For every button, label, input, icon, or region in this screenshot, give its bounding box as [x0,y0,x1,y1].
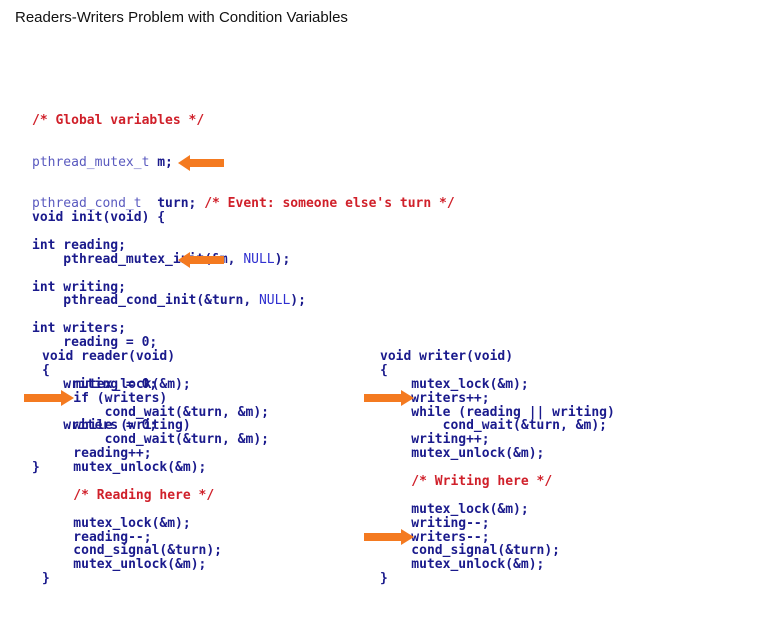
code-line: writing++; [380,433,615,447]
code-text: mutex_unlock(&m); [42,460,207,476]
code-text: mutex_unlock(&m); [42,557,207,573]
code-text: m; [149,154,173,170]
code-text: int writing; [32,279,126,295]
code-text: writing--; [380,515,490,531]
code-line: cond_wait(&turn, &m); [42,433,269,447]
code-text: mutex_lock(&m); [380,376,529,392]
code-line: while (writing) [42,419,269,433]
code-line: mutex_lock(&m); [380,376,615,392]
arrow-right-icon [24,390,74,406]
code-line: mutex_unlock(&m); [42,461,269,475]
code-line: mutex_unlock(&m); [42,558,269,572]
code-line: writing = 0; [32,376,158,392]
null-keyword: NULL [243,251,275,267]
code-line: cond_wait(&turn, &m); [380,419,615,433]
arrow-left-icon [178,252,224,268]
code-line: writers = 0; [32,418,158,434]
null-keyword: NULL [258,293,291,309]
code-text: mutex_unlock(&m); [380,446,545,462]
code-line: /* Global variables */ [32,112,455,128]
code-line: cond_signal(&turn); [42,544,269,558]
code-line: { [42,362,269,378]
code-text: } [42,571,50,587]
code-line: reading--; [42,529,269,545]
code-line: } [380,572,615,586]
reader-code-block: void reader(void){ mutex_lock(&m); if (w… [42,350,269,586]
code-line: { [380,362,615,378]
code-text: int writers; [32,321,126,337]
code-line: writing--; [380,515,615,531]
page-title: Readers-Writers Problem with Condition V… [15,9,348,26]
code-line: int writing; [32,279,455,295]
code-line [380,461,615,475]
code-text: while (reading || writing) [380,404,615,420]
code-line: mutex_lock(&m); [42,376,269,392]
code-text: mutex_lock(&m); [42,515,191,531]
globals-code-block: /* Global variables */ pthread_mutex_t m… [32,86,455,350]
code-text: mutex_lock(&m); [42,376,191,392]
code-text: reading--; [42,529,152,545]
code-line: mutex_unlock(&m); [380,558,615,572]
code-line: cond_wait(&turn, &m); [42,404,269,420]
code-text: { [42,362,50,378]
writer-code-block: void writer(void){ mutex_lock(&m); write… [380,350,615,586]
code-line: writers--; [380,529,615,545]
code-line: /* Writing here */ [380,475,615,489]
code-text: reading++; [42,446,152,462]
code-line: cond_signal(&turn); [380,544,615,558]
code-text: cond_wait(&turn, &m); [380,418,607,434]
code-line: pthread_mutex_init(&m, NULL); [32,251,291,267]
code-line: writers++; [380,390,615,406]
code-text: while (writing) [42,418,191,434]
code-line: } [42,572,269,586]
code-line: mutex_lock(&m); [42,515,269,531]
init-code-block: void init(void) { pthread_mutex_init(&m,… [32,183,306,489]
code-text: int reading; [32,237,126,253]
code-line: int writers; [32,322,455,336]
code-text: cond_wait(&turn, &m); [42,404,269,420]
code-line [42,503,269,517]
code-line: pthread_cond_t turn; /* Event: someone e… [32,197,455,211]
code-comment: /* Reading here */ [42,487,215,503]
code-text: writing++; [380,432,490,448]
code-line [42,475,269,489]
code-text: } [380,571,388,587]
code-line: mutex_unlock(&m); [380,447,615,461]
code-text: void reader(void) [42,349,176,364]
code-text: mutex_lock(&m); [380,501,529,517]
code-line: int reading; [32,237,455,253]
code-comment: /* Global variables */ [32,112,205,128]
code-line: if (writers) [42,390,269,406]
code-line: /* Reading here */ [42,487,269,503]
code-type: pthread_cond_t [32,196,142,212]
code-line: while (reading || writing) [380,404,615,420]
code-comment: /* Event: someone else's turn */ [204,196,455,212]
code-line: pthread_cond_init(&turn, NULL); [32,293,306,309]
code-text: turn; [141,196,205,212]
code-text: mutex_unlock(&m); [380,557,545,573]
code-line: reading++; [42,447,269,461]
code-text: cond_signal(&turn); [42,543,223,559]
code-text: writers++; [380,390,490,406]
arrow-right-icon [364,529,414,545]
code-line: pthread_mutex_t m; [32,154,455,170]
arrow-left-icon [178,155,224,171]
code-text: void writer(void) [380,349,514,364]
code-line: void writer(void) [380,350,615,364]
arrow-right-icon [364,390,414,406]
code-text: writers--; [380,529,490,545]
code-line: reading = 0; [32,334,158,350]
code-text: if (writers) [42,390,168,406]
code-comment: /* Writing here */ [380,474,553,490]
code-text: cond_signal(&turn); [380,543,561,559]
code-text: { [380,362,388,378]
code-type: pthread_mutex_t [32,154,150,170]
code-line: } [32,460,40,476]
code-line: void init(void) { [32,209,166,225]
code-line: mutex_lock(&m); [380,501,615,517]
code-line: void reader(void) [42,350,269,364]
code-line [380,489,615,503]
code-text: cond_wait(&turn, &m); [42,432,269,448]
